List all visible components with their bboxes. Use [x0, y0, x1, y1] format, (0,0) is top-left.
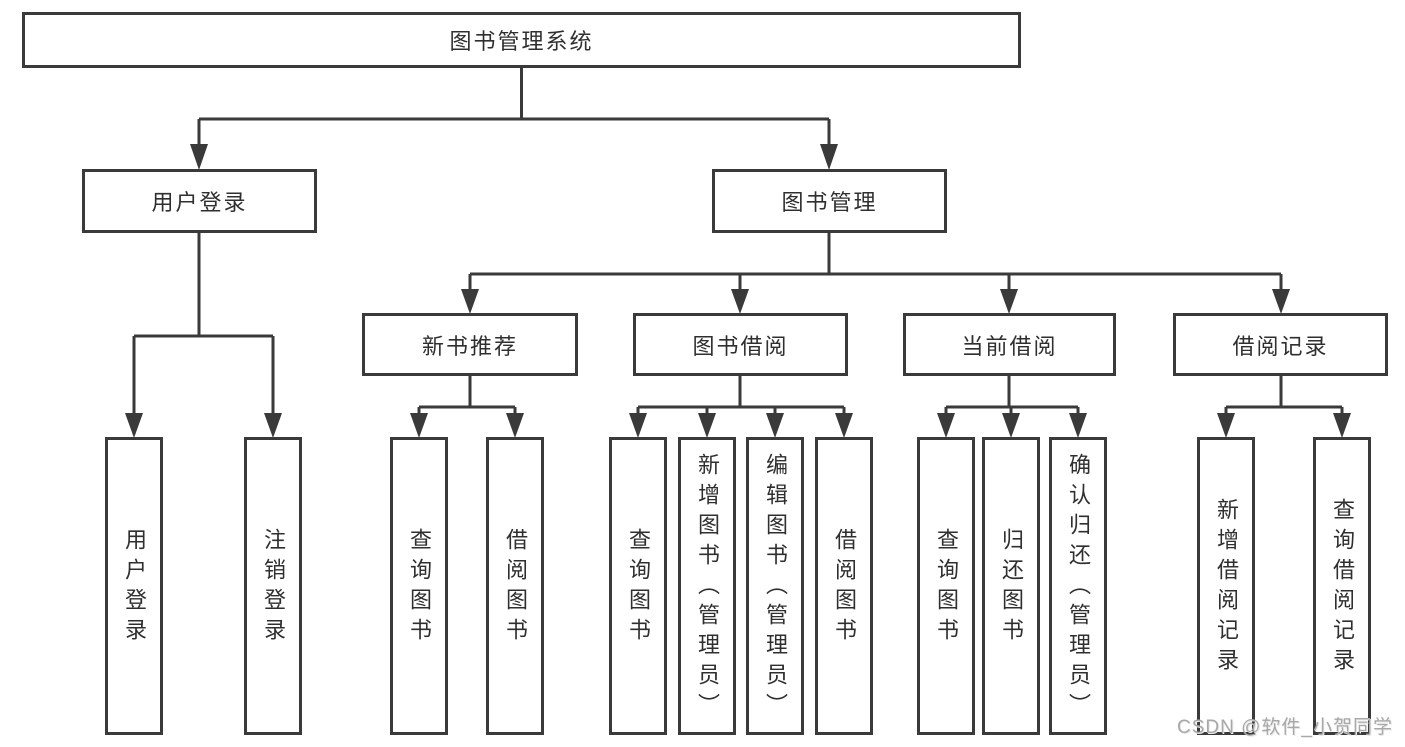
node-book-borrow: 图书借阅 — [633, 313, 848, 376]
node-leaf-edit-books-admin: 编辑图书（管理员） — [746, 437, 804, 735]
node-book-management-branch: 图书管理 — [712, 169, 947, 233]
node-leaf-query-loan-record: 查询借阅记录 — [1313, 437, 1371, 735]
node-leaf-query-books-recommend: 查询图书 — [390, 437, 448, 735]
node-leaf-borrow-books: 借阅图书 — [815, 437, 873, 735]
node-leaf-query-books-current: 查询图书 — [917, 437, 975, 735]
node-loan-records: 借阅记录 — [1173, 313, 1388, 376]
csdn-watermark: CSDN @软件_小贺同学 — [1177, 717, 1393, 738]
node-root-system: 图书管理系统 — [22, 12, 1021, 68]
node-leaf-return-books: 归还图书 — [982, 437, 1040, 735]
node-leaf-user-login: 用户登录 — [105, 437, 163, 735]
node-leaf-add-books-admin: 新增图书（管理员） — [678, 437, 736, 735]
node-new-book-recommend: 新书推荐 — [362, 313, 578, 376]
node-leaf-logout: 注销登录 — [244, 437, 302, 735]
node-leaf-query-books-borrow: 查询图书 — [609, 437, 667, 735]
arrowheads — [125, 144, 1351, 438]
node-user-login-branch: 用户登录 — [82, 169, 317, 233]
connector-paths — [132, 66, 1344, 418]
node-current-loans: 当前借阅 — [903, 313, 1116, 376]
node-leaf-confirm-return-admin: 确认归还（管理员） — [1049, 437, 1107, 735]
node-leaf-add-loan-record: 新增借阅记录 — [1197, 437, 1255, 735]
node-leaf-borrow-books-recommend: 借阅图书 — [486, 437, 544, 735]
